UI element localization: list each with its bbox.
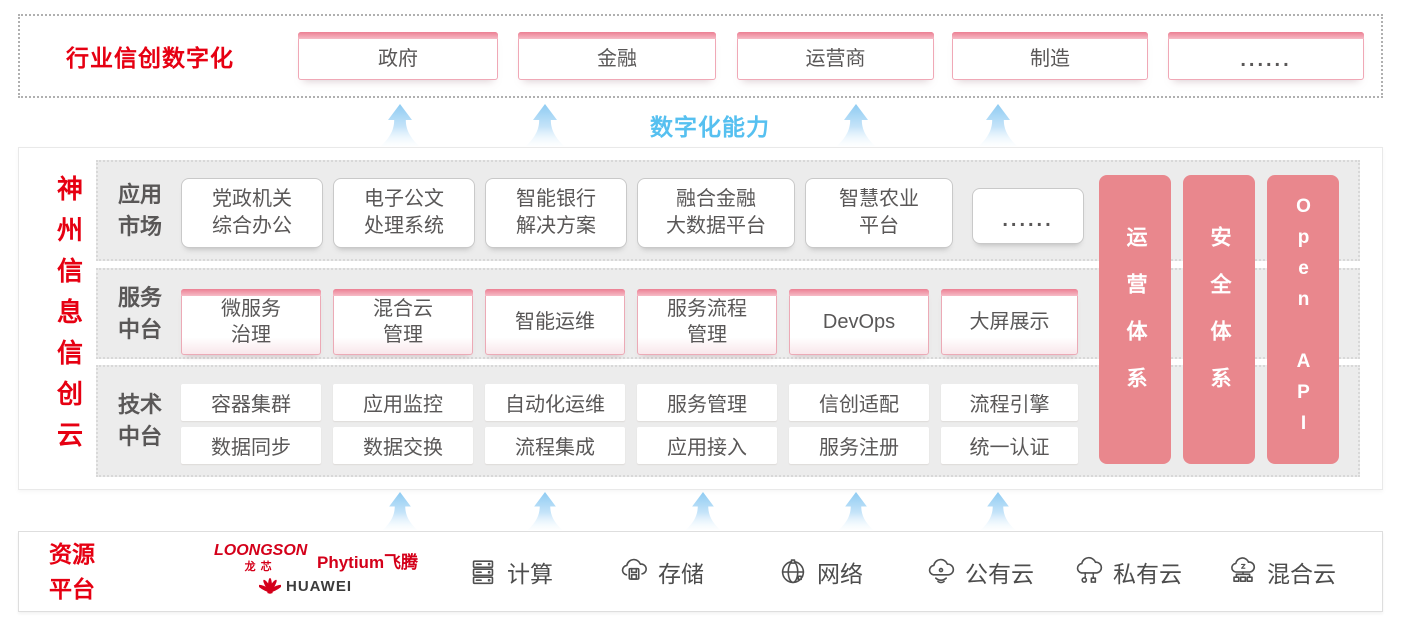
pillar-operation-system: 运营体系	[1099, 175, 1171, 464]
loongson-logo-text: LOONGSON	[214, 542, 308, 559]
hybrid-cloud-icon	[1231, 556, 1256, 582]
app-box-smart-agriculture: 智慧农业 平台	[805, 178, 953, 248]
resource-platform-box: 资源 平台 LOONGSON 龙芯 Phytium飞腾 HUAWEI 计算	[18, 531, 1383, 612]
service-middle-label: 服务 中台	[117, 284, 162, 342]
app-box-party-gov-office: 党政机关 综合办公	[181, 178, 323, 248]
up-arrow-icon	[381, 104, 419, 146]
app-box-more: ......	[972, 188, 1084, 244]
tech-box-service-mgmt: 服务管理	[637, 384, 777, 421]
tech-box-xinchuang-adaptation: 信创适配	[789, 384, 929, 421]
up-arrow-icon	[527, 492, 563, 530]
tech-box-app-access: 应用接入	[637, 427, 777, 464]
industry-box-more: ......	[1168, 32, 1364, 80]
resource-item-storage: 存储	[617, 532, 704, 611]
huawei-logo: HUAWEI	[259, 576, 352, 596]
resource-item-label: 公有云	[965, 560, 1034, 587]
resource-item-label: 计算	[507, 560, 553, 587]
app-box-smart-banking: 智能银行 解决方案	[485, 178, 627, 248]
phytium-logo: Phytium飞腾	[317, 553, 419, 572]
resource-item-label: 存储	[658, 560, 704, 587]
industry-box-finance: 金融	[518, 32, 716, 80]
svc-box-bigscreen-display: 大屏展示	[941, 289, 1078, 355]
public-cloud-icon	[928, 558, 955, 583]
svc-box-service-process-mgmt: 服务流程 管理	[637, 289, 777, 355]
app-box-finance-bigdata: 融合金融 大数据平台	[637, 178, 795, 248]
tech-box-data-sync: 数据同步	[181, 427, 321, 464]
loongson-logo-subtext: 龙芯	[244, 561, 277, 573]
tech-box-automated-ops: 自动化运维	[485, 384, 625, 421]
industry-banner: 行业信创数字化 政府 金融 运营商 制造 ......	[18, 14, 1383, 98]
app-market-label: 应用 市场	[117, 181, 162, 239]
resource-item-label: 私有云	[1113, 560, 1182, 587]
private-cloud-icon	[1076, 556, 1103, 583]
network-icon	[781, 558, 805, 583]
tech-box-app-monitoring: 应用监控	[333, 384, 473, 421]
up-arrow-icon	[980, 492, 1016, 530]
pillar-open-api: Open API	[1267, 175, 1339, 464]
up-arrow-icon	[382, 492, 418, 530]
resource-item-label: 网络	[817, 560, 863, 587]
compute-icon	[472, 559, 494, 584]
loongson-logo: LOONGSON 龙芯	[214, 542, 307, 574]
tech-box-data-exchange: 数据交换	[333, 427, 473, 464]
resource-item-network: 网络	[776, 532, 863, 611]
capability-label: 数字化能力	[650, 114, 770, 140]
platform-box: 神州信息信创云 应用 市场 党政机关 综合办公 电子公文 处理系统 智能银行 解…	[18, 147, 1383, 490]
huawei-logo-text: HUAWEI	[286, 577, 352, 595]
tech-box-process-engine: 流程引擎	[941, 384, 1078, 421]
resource-item-private-cloud: 私有云	[1072, 532, 1182, 611]
tech-box-container-cluster: 容器集群	[181, 384, 321, 421]
resource-item-label: 混合云	[1267, 560, 1336, 587]
resource-platform-title: 资源 平台	[49, 541, 95, 602]
up-arrow-icon	[837, 104, 875, 146]
platform-title-vertical: 神州信息信创云	[53, 175, 84, 462]
tech-box-unified-auth: 统一认证	[941, 427, 1078, 464]
tech-box-service-registry: 服务注册	[789, 427, 929, 464]
huawei-flower-icon	[259, 578, 281, 594]
svc-box-intelligent-ops: 智能运维	[485, 289, 625, 355]
up-arrow-icon	[838, 492, 874, 530]
app-box-edoc-system: 电子公文 处理系统	[333, 178, 475, 248]
industry-banner-title: 行业信创数字化	[66, 45, 234, 71]
pillar-security-system: 安全体系	[1183, 175, 1255, 464]
svc-box-hybrid-cloud-mgmt: 混合云 管理	[333, 289, 473, 355]
up-arrow-icon	[685, 492, 721, 530]
svc-box-devops: DevOps	[789, 289, 929, 355]
resource-item-compute: 计算	[466, 532, 553, 611]
resource-item-hybrid-cloud: 混合云	[1226, 532, 1336, 611]
industry-box-manufacturing: 制造	[952, 32, 1148, 80]
up-arrow-icon	[979, 104, 1017, 146]
industry-box-operator: 运营商	[737, 32, 934, 80]
storage-icon	[621, 558, 647, 580]
svc-box-microservice-governance: 微服务 治理	[181, 289, 321, 355]
tech-box-process-integration: 流程集成	[485, 427, 625, 464]
industry-box-government: 政府	[298, 32, 498, 80]
tech-middle-label: 技术 中台	[117, 392, 162, 449]
resource-item-public-cloud: 公有云	[924, 532, 1034, 611]
up-arrow-icon	[526, 104, 564, 146]
